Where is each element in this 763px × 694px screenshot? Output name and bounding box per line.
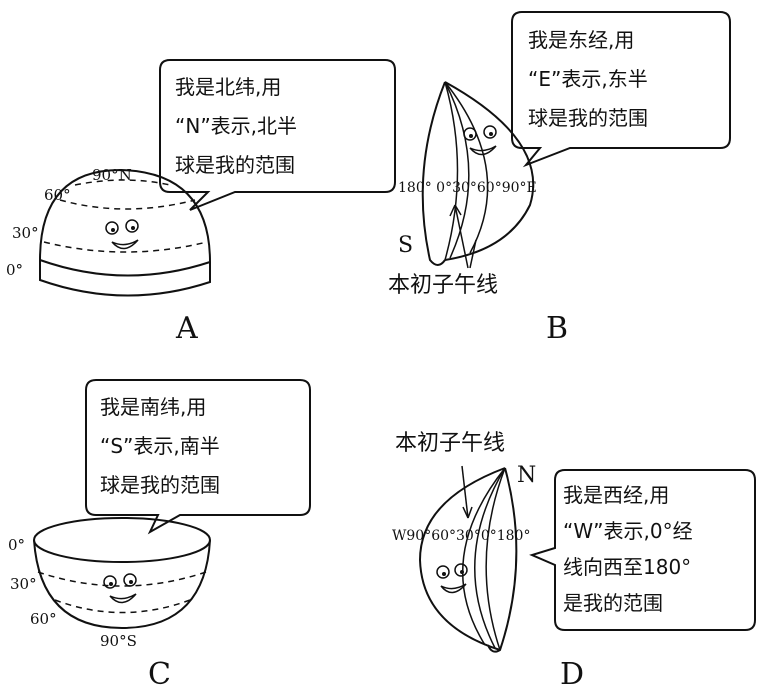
eastern-hemisphere-globe (421, 81, 535, 266)
speech-b-line-1: 我是东经,用 (528, 28, 634, 52)
speech-b-line-2: “E”表示,东半 (528, 67, 648, 91)
lat-label-c-90s: 90°S (100, 632, 137, 650)
lat-label-30: 30° (12, 224, 39, 242)
label-a: A (175, 311, 198, 346)
lon-labels-d: W90°60°30°0°180° (392, 528, 530, 544)
prime-meridian-label-b: 本初子午线 (388, 273, 498, 298)
speech-d-line-2: “W”表示,0°经 (563, 519, 693, 543)
speech-d-line-3: 线向西至180° (563, 555, 691, 579)
lat-label-c-0: 0° (8, 536, 25, 554)
speech-a-line-2: “N”表示,北半 (175, 114, 297, 138)
lat-label-60: 60° (44, 186, 71, 204)
arrow-d-1 (461, 465, 469, 519)
panel-a: 90°N 60° 30° 0° 我是北纬,用 “N”表示,北半 球是我的范围 A (6, 59, 396, 346)
lon-labels-b: 180° 0°30°60°90°E (398, 180, 537, 196)
lat-label-90n: 90°N (92, 166, 132, 184)
face-d (436, 563, 468, 594)
speech-bubble-b: 我是东经,用 “E”表示,东半 球是我的范围 (511, 11, 731, 168)
speech-bubble-c: 我是南纬,用 “S”表示,南半 球是我的范围 (85, 379, 311, 535)
arrow-b-2 (469, 239, 477, 269)
speech-c-line-2: “S”表示,南半 (100, 434, 220, 458)
speech-bubble-a: 我是北纬,用 “N”表示,北半 球是我的范围 (159, 59, 396, 211)
lat-label-c-30: 30° (10, 575, 37, 593)
speech-a-line-3: 球是我的范围 (175, 153, 295, 177)
lat-label-0: 0° (6, 261, 23, 279)
arrowhead-d-1 (462, 506, 473, 519)
panel-d: W90°60°30°0°180° N 本初子午线 我是西经,用 “W”表示,0°… (392, 431, 756, 692)
southern-hemisphere-bowl (33, 517, 211, 630)
northern-hemisphere-dome (39, 168, 211, 297)
face-c (103, 573, 137, 604)
label-c: C (148, 657, 171, 692)
speech-b-line-3: 球是我的范围 (528, 106, 648, 130)
speech-d-line-1: 我是西经,用 (563, 483, 669, 507)
pole-label-s: S (398, 233, 413, 258)
face-a (105, 219, 139, 250)
speech-bubble-d: 我是西经,用 “W”表示,0°经 线向西至180° 是我的范围 (529, 469, 756, 631)
speech-a-line-1: 我是北纬,用 (175, 75, 281, 99)
western-hemisphere-globe (418, 467, 518, 653)
arrowhead-b-1 (449, 204, 462, 217)
label-d: D (560, 657, 584, 692)
panel-b: 180° 0°30°60°90°E S 本初子午线 我是东经,用 “E”表示,东… (388, 11, 731, 346)
pole-label-n: N (517, 463, 536, 488)
prime-meridian-label-d: 本初子午线 (395, 431, 505, 456)
panel-c: 0° 30° 60° 90°S 我是南纬,用 “S”表示,南半 球是我的范围 C (8, 379, 311, 692)
speech-c-line-3: 球是我的范围 (100, 473, 220, 497)
label-b: B (546, 311, 568, 346)
speech-c-line-1: 我是南纬,用 (100, 395, 206, 419)
speech-d-line-4: 是我的范围 (563, 591, 663, 615)
face-b (463, 125, 497, 156)
lat-label-c-60: 60° (30, 610, 57, 628)
arrow-b-1 (454, 204, 469, 269)
